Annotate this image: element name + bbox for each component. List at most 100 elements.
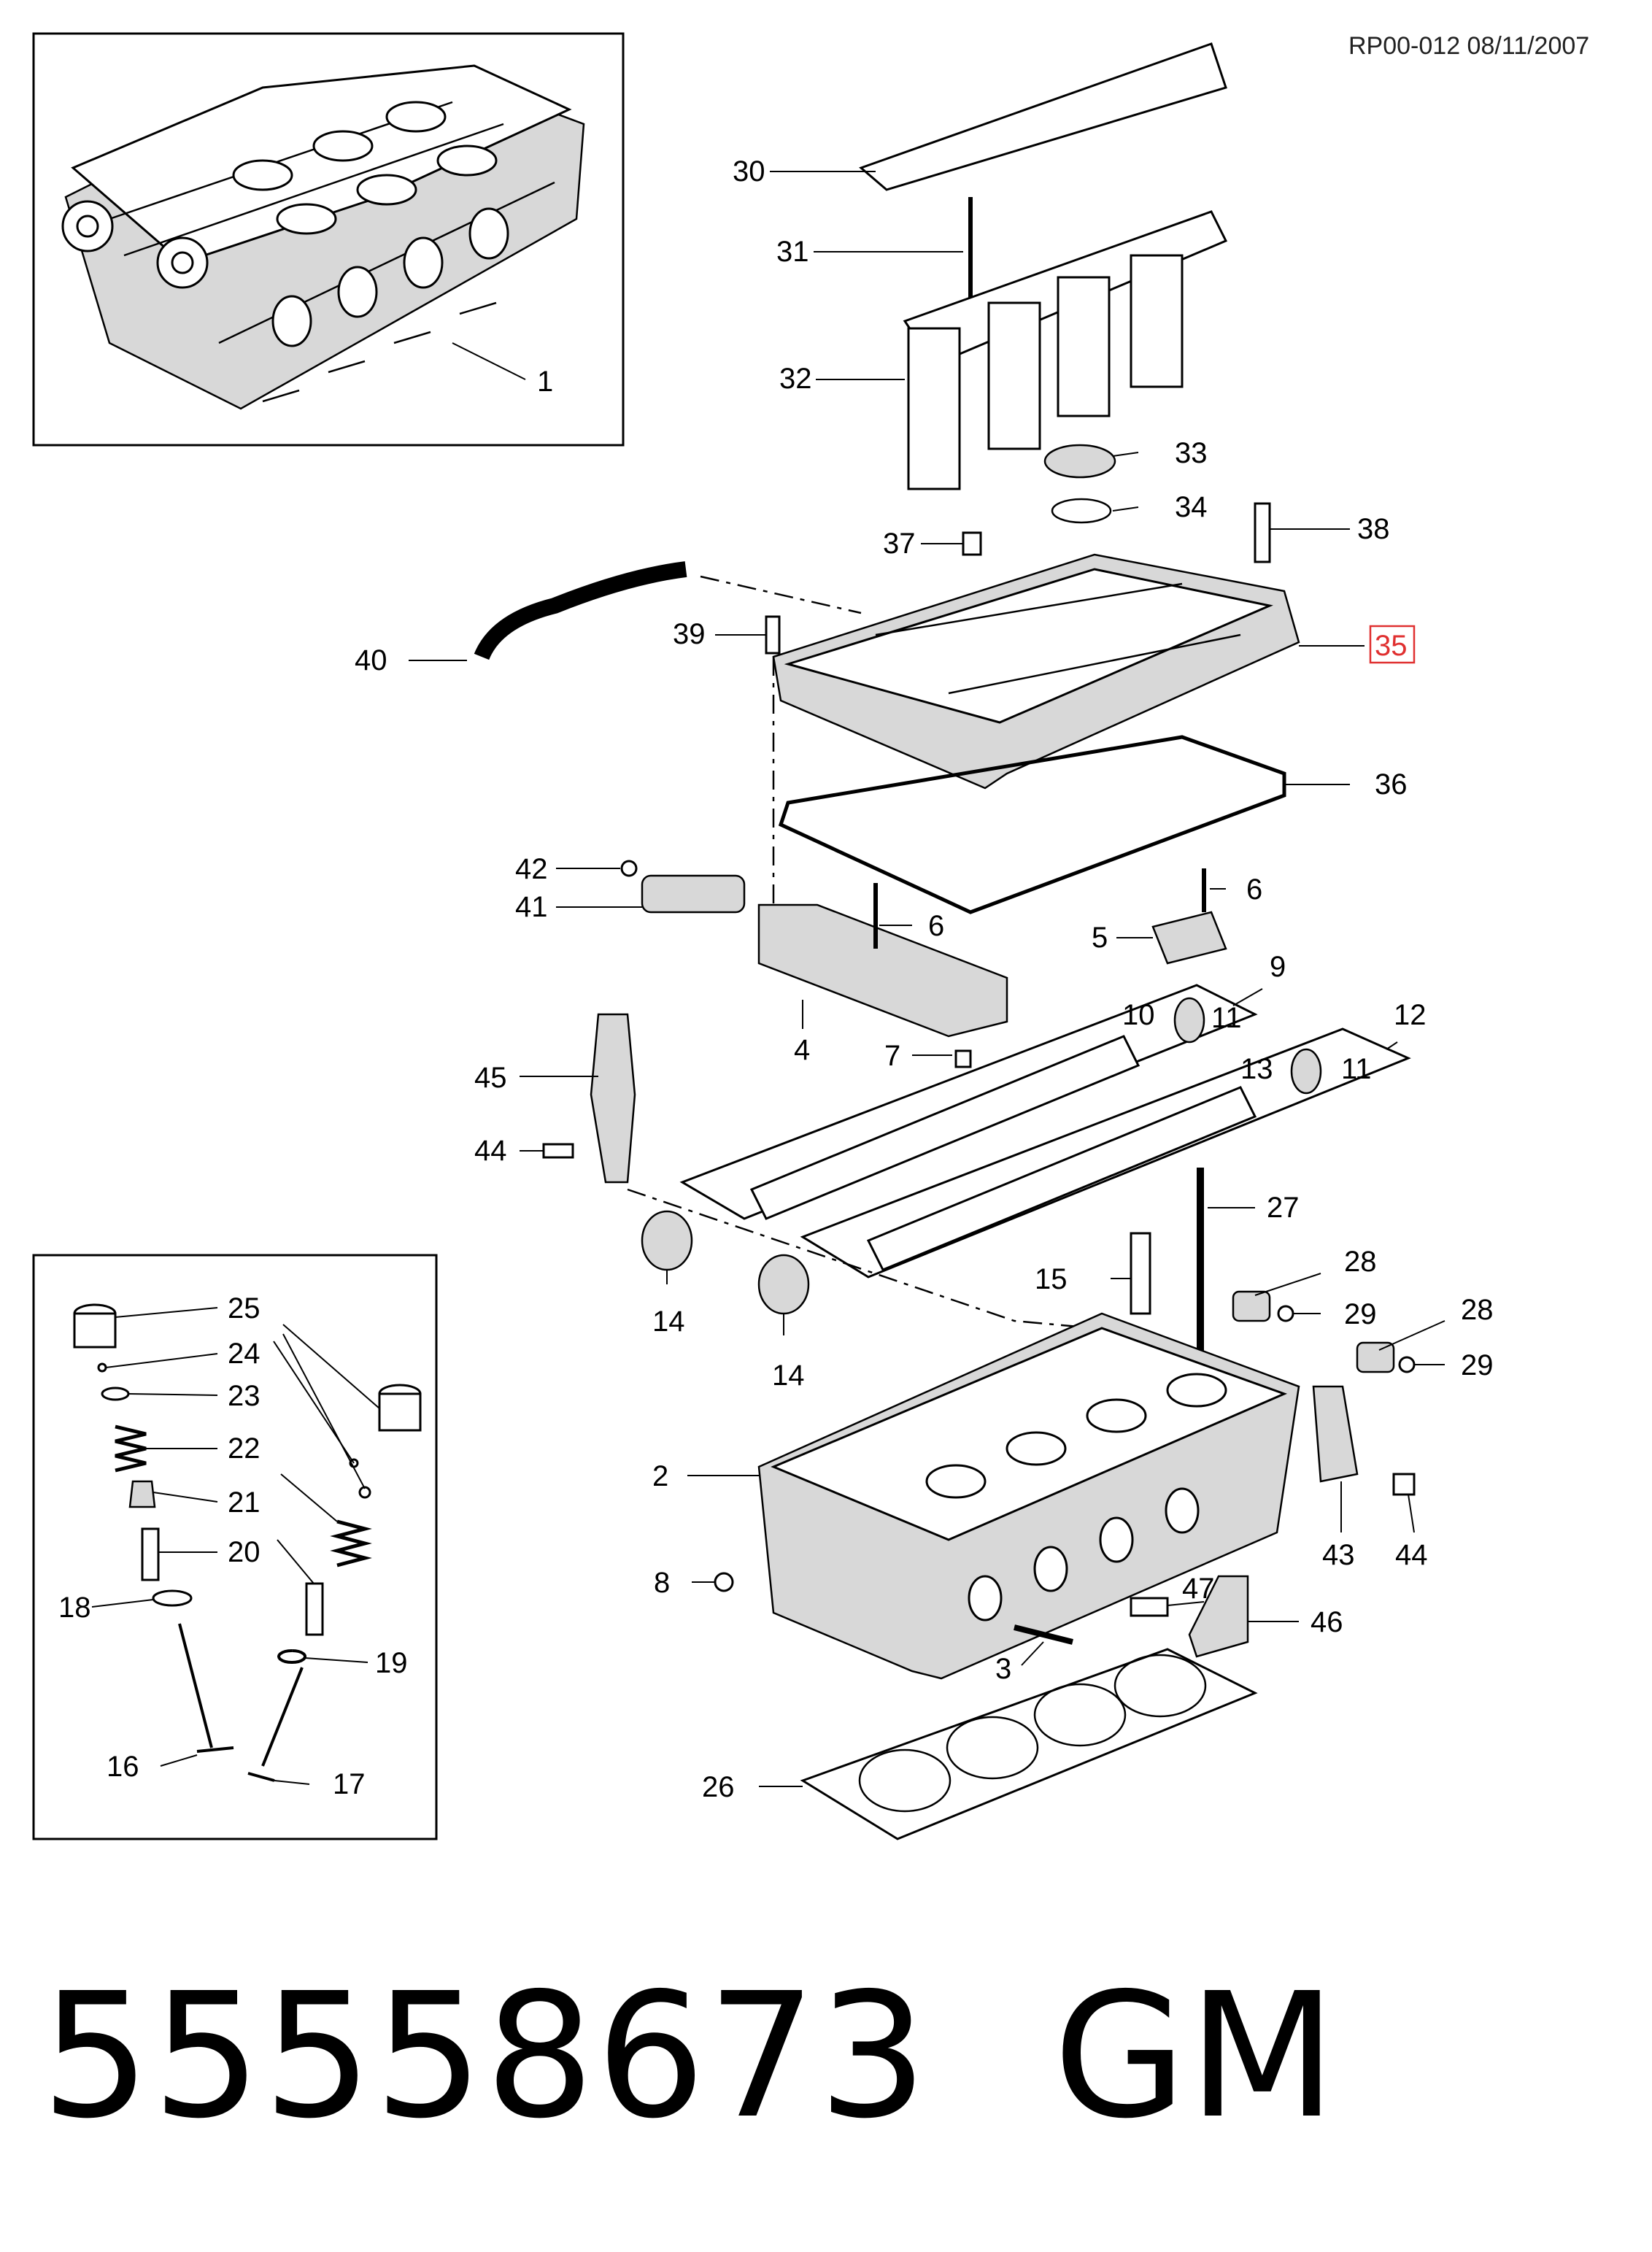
callout-38: 38 [1357, 513, 1390, 545]
part-47-sensor [1130, 1597, 1169, 1617]
part-38-stud [1254, 502, 1271, 563]
callout-5: 5 [1092, 922, 1108, 954]
part-42-screw [620, 860, 638, 877]
callout-26: 26 [702, 1771, 735, 1803]
kit-9-exhaust-camshaft [679, 984, 1258, 1220]
callout-44-2: 44 [1395, 1539, 1428, 1571]
callout-24: 24 [228, 1338, 260, 1370]
part-14-seal [641, 1210, 693, 1271]
part-39-bolt [765, 615, 781, 655]
callout-2: 2 [652, 1460, 668, 1492]
callout-25: 25 [228, 1292, 260, 1324]
part-2-cylinder-head [757, 1312, 1300, 1680]
part-45-bracket [590, 1013, 636, 1184]
part-28-sensor [1232, 1290, 1271, 1322]
part-30-cover [859, 42, 1227, 191]
leader-lines [91, 171, 1446, 1787]
part-3-stud [1014, 1624, 1073, 1645]
callout-15: 15 [1035, 1263, 1068, 1295]
part-29-bolt [1277, 1305, 1294, 1322]
callout-6-2: 6 [1246, 874, 1262, 906]
part-21-valve-seal [128, 1480, 156, 1508]
callout-17: 17 [333, 1768, 366, 1800]
part-26-head-gasket [800, 1648, 1258, 1840]
callout-41: 41 [515, 891, 548, 923]
callout-22: 22 [228, 1432, 260, 1465]
reference-code: RP00-012 08/11/2007 [1348, 32, 1590, 60]
part-37-bolt [962, 531, 982, 556]
callout-43: 43 [1322, 1539, 1355, 1571]
callout-8: 8 [654, 1567, 670, 1599]
callout-40: 40 [355, 644, 387, 676]
callout-18: 18 [58, 1592, 91, 1624]
callout-29: 29 [1344, 1298, 1377, 1330]
callout-42: 42 [515, 853, 548, 885]
callout-16: 16 [107, 1751, 139, 1783]
callout-20: 20 [228, 1536, 260, 1568]
callout-3: 3 [995, 1653, 1011, 1685]
callout-19: 19 [375, 1647, 408, 1679]
callout-14-2: 14 [772, 1360, 805, 1392]
highlight-box-35 [1369, 625, 1416, 664]
callout-7: 7 [884, 1040, 900, 1072]
part-24-key [97, 1362, 107, 1373]
part-20-valve-guide [141, 1527, 160, 1581]
part-4-bearing-cap [757, 903, 1008, 1038]
callout-14: 14 [652, 1306, 685, 1338]
callout-28: 28 [1344, 1246, 1377, 1278]
callout-46: 46 [1311, 1606, 1343, 1638]
part-44-bolt-2 [1392, 1473, 1416, 1496]
callout-36: 36 [1375, 768, 1408, 801]
callout-35: 35 [1375, 630, 1408, 662]
part-13-camshaft [866, 1086, 1257, 1271]
callout-27: 27 [1267, 1192, 1300, 1224]
callout-23: 23 [228, 1380, 260, 1412]
callout-11: 11 [1211, 1002, 1242, 1034]
part-8-plug [714, 1572, 734, 1592]
callout-6: 6 [928, 910, 944, 942]
callout-45: 45 [474, 1062, 507, 1094]
callout-37: 37 [883, 528, 916, 560]
callout-12: 12 [1394, 999, 1427, 1031]
part-11-seal-2 [1290, 1048, 1322, 1095]
callout-10: 10 [1122, 999, 1155, 1031]
inset-box-cylinder-head [32, 32, 625, 447]
inset-cylinder-head-drawing [61, 64, 585, 410]
callout-44: 44 [474, 1135, 507, 1167]
part-43-bracket [1312, 1385, 1359, 1483]
part-28-sensor-2 [1356, 1341, 1395, 1373]
callout-labels: 1 30 31 32 33 34 37 38 39 35 40 36 42 41… [58, 155, 1494, 1803]
part-19-seal [277, 1649, 307, 1664]
part-41-solenoid [641, 874, 746, 914]
part-17-valve [247, 1667, 304, 1782]
part-29-bolt-2 [1398, 1356, 1416, 1373]
callout-13: 13 [1240, 1053, 1273, 1085]
callout-4: 4 [794, 1034, 810, 1066]
callout-30: 30 [733, 155, 765, 188]
part-10-camshaft [749, 1035, 1140, 1220]
inset-box-valve-train [32, 1254, 438, 1840]
callout-21: 21 [228, 1486, 260, 1519]
part-40-breather-hose [474, 561, 687, 660]
callout-1: 1 [537, 366, 553, 398]
part-18-ring [152, 1589, 193, 1607]
part-11-seal [1173, 997, 1205, 1044]
part-14-seal-2 [757, 1254, 810, 1315]
callout-28-2: 28 [1461, 1294, 1494, 1326]
callout-33: 33 [1175, 437, 1208, 469]
callout-9: 9 [1270, 951, 1286, 983]
callout-39: 39 [673, 618, 706, 650]
part-32-ignition-coil [903, 210, 1228, 490]
part-35-valve-cover [772, 553, 1300, 790]
callout-11-2: 11 [1341, 1053, 1372, 1085]
part-33-oil-cap [1043, 444, 1116, 479]
part-7-dowel [954, 1049, 972, 1068]
assembly-centerline [627, 575, 1095, 1330]
callout-32: 32 [779, 363, 812, 395]
part-15-spark-plug [1130, 1232, 1151, 1315]
part-number: 55558673 [41, 1956, 930, 2156]
callout-31: 31 [776, 236, 809, 268]
callout-34: 34 [1175, 491, 1208, 523]
part-16-valve [178, 1623, 234, 1753]
